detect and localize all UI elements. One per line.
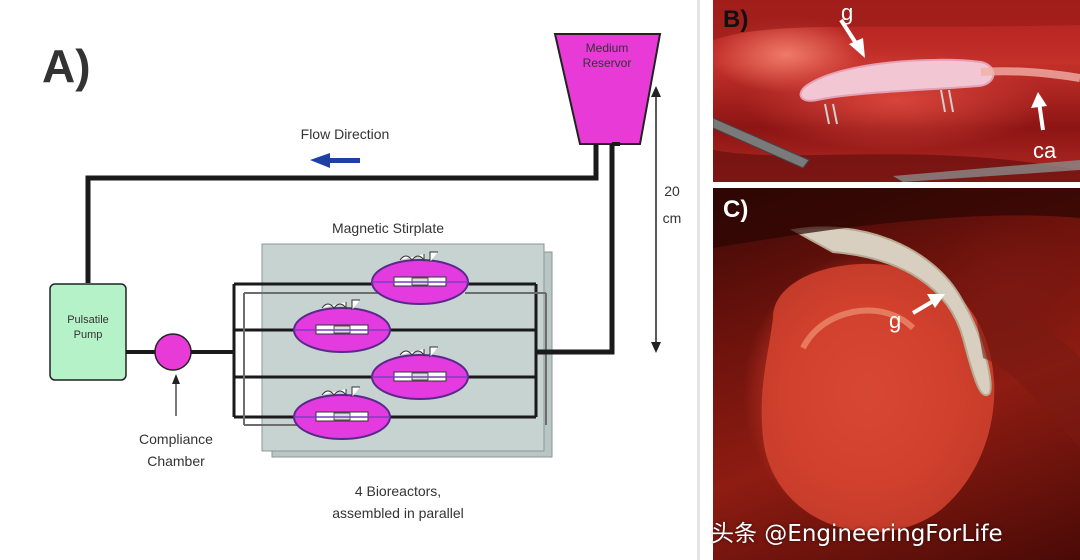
outlet-manifold-grey xyxy=(465,292,547,425)
pump-label-line2: Pump xyxy=(74,329,103,341)
compliance-chamber xyxy=(154,333,192,371)
medium-reservoir xyxy=(553,33,662,145)
height-unit: cm xyxy=(663,210,682,226)
reservoir-label-line1: Medium xyxy=(586,41,629,55)
flow-direction-label: Flow Direction xyxy=(301,126,390,142)
panel-c-illustration xyxy=(713,188,1080,533)
return-tube xyxy=(85,144,599,283)
bioreactor-3 xyxy=(371,346,469,400)
dimension-arrow-down-icon xyxy=(651,342,661,353)
pulsatile-pump xyxy=(49,283,127,381)
compliance-pointer-arrow-icon xyxy=(172,374,180,384)
inlet-manifold-grey xyxy=(243,292,378,426)
panel-divider xyxy=(697,0,700,560)
dimension-arrow-up-icon xyxy=(651,86,661,97)
panel-b-illustration xyxy=(713,0,1080,182)
height-value: 20 xyxy=(664,183,680,199)
panel-a-label: A) xyxy=(42,40,91,92)
panel-b-graft-label: g xyxy=(841,0,854,25)
flow-arrow-icon xyxy=(310,153,360,168)
reservoir-label-line2: Reservor xyxy=(583,56,632,70)
bioreactor-2 xyxy=(293,299,391,353)
stirplate-label: Magnetic Stirplate xyxy=(332,220,444,236)
bioreactors-caption-line2: assembled in parallel xyxy=(332,505,464,521)
pump-label-line1: Pulsatile xyxy=(67,314,109,326)
panel-b-photo: B) g ca xyxy=(713,0,1080,182)
panel-b-artery-label: ca xyxy=(1033,138,1057,163)
bioreactor-1 xyxy=(371,251,469,305)
bioreactors-caption-line1: 4 Bioreactors, xyxy=(355,483,441,499)
watermark: 头条 @EngineeringForLife xyxy=(711,521,1003,547)
panel-c-label: C) xyxy=(723,196,749,223)
panel-b-label: B) xyxy=(723,6,749,33)
panel-c-photo: C) g xyxy=(713,188,1080,560)
bioreactor-4 xyxy=(293,386,391,440)
graft-vessel-c xyxy=(790,226,992,397)
supply-tube xyxy=(536,144,615,355)
bioreactor-diagram: A) Medium Reservor Flow Direction 20 cm … xyxy=(42,33,682,521)
panel-c-graft-label: g xyxy=(889,308,902,333)
compliance-label-line1: Compliance xyxy=(139,431,213,447)
compliance-label-line2: Chamber xyxy=(147,453,205,469)
graft-vessel xyxy=(799,58,995,102)
